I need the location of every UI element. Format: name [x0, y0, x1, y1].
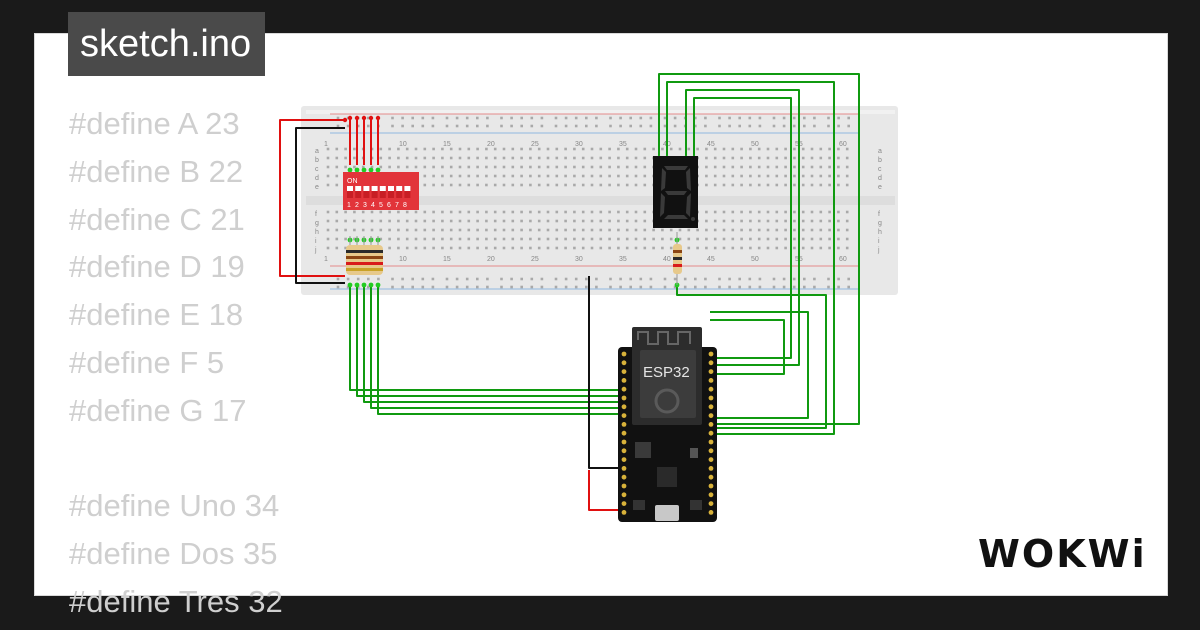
- row-letter: j: [877, 247, 880, 254]
- resistor-bank: [346, 236, 383, 275]
- row-letter: g: [315, 220, 319, 227]
- row-letter: f: [878, 211, 880, 218]
- code-line: #define C 21: [69, 201, 245, 237]
- column-number: 50: [751, 256, 759, 263]
- row-letter: c: [315, 166, 319, 173]
- file-tab[interactable]: sketch.ino: [68, 12, 266, 76]
- column-number: 20: [487, 256, 495, 263]
- column-number: 40: [663, 256, 671, 263]
- row-letter: i: [315, 238, 317, 245]
- row-letter: d: [878, 175, 882, 182]
- column-number: 20: [487, 141, 495, 148]
- breadboard: 1 10 15 20 25 30 35 40 45 50 55 60 1 10 …: [301, 106, 898, 295]
- column-number: 60: [839, 256, 847, 263]
- row-letter: h: [315, 229, 319, 236]
- row-letter: a: [878, 148, 882, 155]
- column-number: 25: [531, 256, 539, 263]
- code-line: #define D 19: [69, 249, 245, 285]
- row-letter: e: [878, 184, 882, 191]
- code-line: #define B 22: [69, 153, 244, 189]
- column-number: 50: [751, 141, 759, 148]
- dip-switch[interactable]: ON 1 2 3 4 5 6 7 8: [343, 172, 419, 210]
- row-letter: j: [314, 247, 317, 254]
- column-number: 10: [399, 256, 407, 263]
- column-number: 35: [619, 141, 627, 148]
- column-number: 25: [531, 141, 539, 148]
- esp32-label: ESP32: [643, 364, 690, 381]
- code-line: #define Dos 35: [69, 536, 278, 572]
- wokwi-logo-text: WOKWi: [978, 532, 1147, 576]
- column-number: 45: [707, 141, 715, 148]
- row-letter: f: [315, 211, 317, 218]
- dip-number: 3: [363, 202, 367, 209]
- row-letter: b: [315, 157, 319, 164]
- dip-number: 5: [379, 202, 383, 209]
- column-number: 60: [839, 141, 847, 148]
- row-letter: e: [315, 184, 319, 191]
- dip-number: 1: [347, 202, 351, 209]
- dip-number: 2: [355, 202, 359, 209]
- code-line: #define F 5: [69, 344, 225, 380]
- seven-segment-display: [653, 156, 698, 228]
- column-number: 15: [443, 256, 451, 263]
- code-line: #define E 18: [69, 297, 244, 333]
- row-letter: h: [878, 229, 882, 236]
- column-number: 15: [443, 141, 451, 148]
- code-editor: #define A 23 #define B 22 #define C 21 #…: [69, 100, 283, 626]
- row-letter: d: [315, 175, 319, 182]
- dip-number: 4: [371, 202, 375, 209]
- dip-number: 6: [387, 202, 391, 209]
- row-letter: c: [878, 166, 882, 173]
- column-number: 35: [619, 256, 627, 263]
- power-wires: [279, 118, 622, 511]
- code-line: #define Tres 32: [69, 583, 283, 619]
- code-line: #define G 17: [69, 392, 247, 428]
- dip-on-label: ON: [347, 178, 358, 185]
- row-letter: i: [878, 238, 880, 245]
- column-number: 10: [399, 141, 407, 148]
- code-line: #define A 23: [69, 106, 240, 141]
- esp32-board: ESP32: [618, 327, 717, 522]
- dip-number: 7: [395, 202, 399, 209]
- column-number: 30: [575, 256, 583, 263]
- dip-number: 8: [403, 202, 407, 209]
- green-wires: [349, 73, 860, 435]
- wokwi-logo: WOKWi: [948, 495, 1158, 590]
- row-letter: g: [878, 220, 882, 227]
- row-letter: a: [315, 148, 319, 155]
- column-number: 1: [324, 141, 328, 148]
- column-number: 45: [707, 256, 715, 263]
- code-line: #define Uno 34: [69, 488, 280, 524]
- column-number: 1: [324, 256, 328, 263]
- resistor: [673, 232, 682, 285]
- column-number: 30: [575, 141, 583, 148]
- row-letter: b: [878, 157, 882, 164]
